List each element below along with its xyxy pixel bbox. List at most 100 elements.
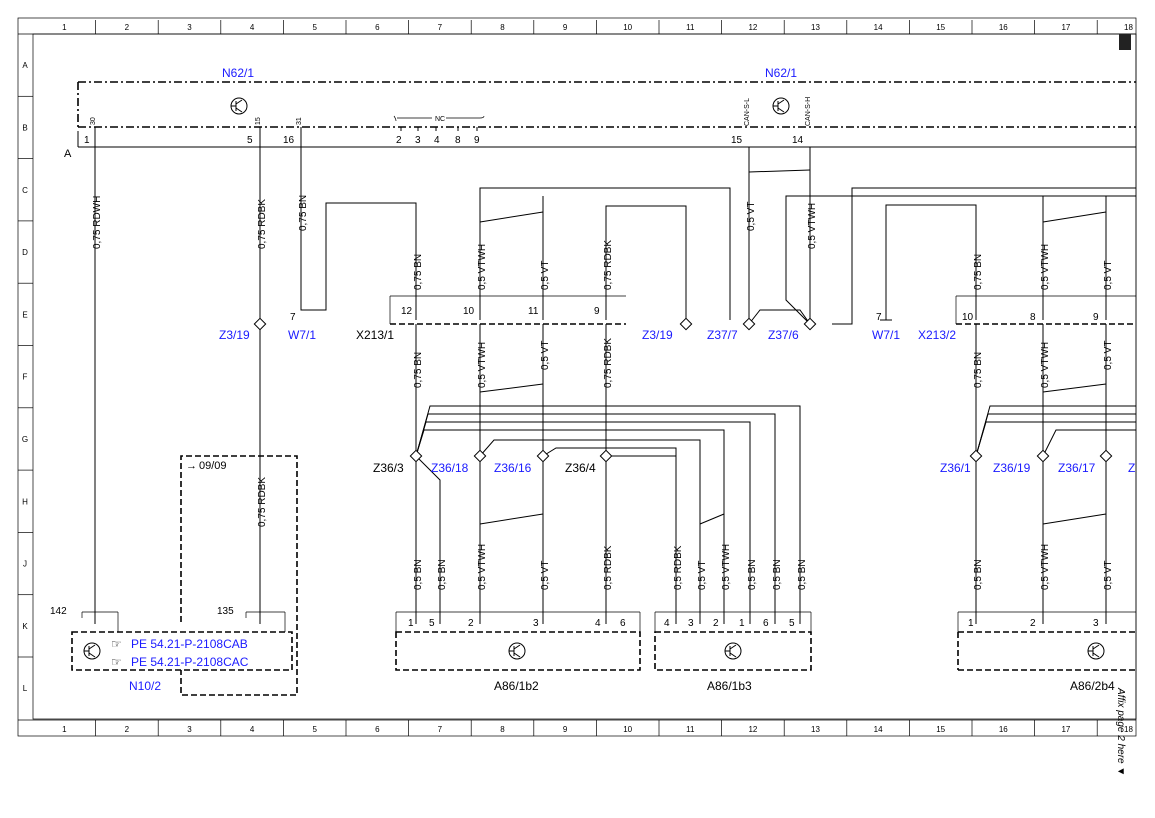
column-label-top: 8 — [500, 23, 505, 32]
pin-label-can-l: CAN-S-L — [744, 98, 751, 126]
z36-4-label[interactable]: Z36/4 — [565, 461, 596, 475]
wire-label: 0,5 BN — [437, 559, 448, 590]
b2-pin-6: 6 — [620, 618, 626, 629]
z37-7-node[interactable] — [742, 317, 756, 331]
wire-bn-w7-right — [880, 196, 1107, 321]
row-label: K — [22, 622, 28, 631]
column-label-top: 3 — [187, 23, 192, 32]
n62-label-left: N62/1 — [222, 66, 254, 80]
wire-label: 0,5 BN — [747, 559, 758, 590]
z36-1-label[interactable]: Z36/1 — [940, 461, 971, 475]
column-label-bottom: 4 — [250, 725, 255, 734]
wire-label: 0,5 BN — [413, 559, 424, 590]
pin-15: 15 — [731, 135, 743, 146]
wire-label: 0,5 VTWH — [721, 544, 732, 590]
z36-18-label[interactable]: Z36/18 — [431, 461, 469, 475]
column-label-top: 5 — [312, 23, 317, 32]
x2-pin-9: 9 — [1093, 312, 1099, 323]
z36-16-node[interactable] — [536, 449, 550, 463]
z36-17-node[interactable] — [1099, 449, 1113, 463]
wires-x213-2-lower — [975, 324, 1136, 624]
n10-2-label[interactable]: N10/2 — [129, 679, 161, 693]
reference-link-pe1[interactable]: PE 54.21-P-2108CAB — [131, 637, 248, 651]
reference-link-pe2[interactable]: PE 54.21-P-2108CAC — [131, 655, 249, 669]
wire-label: 0,5 VT — [540, 261, 551, 290]
column-label-top: 7 — [438, 23, 443, 32]
corner-tab-marker — [1119, 34, 1131, 50]
x2-pin-8: 8 — [1030, 312, 1036, 323]
z36-4-node[interactable] — [599, 449, 613, 463]
w7-1-label[interactable]: W7/1 — [288, 328, 316, 342]
column-label-top: 2 — [125, 23, 130, 32]
row-label: L — [23, 684, 28, 693]
row-label: A — [22, 61, 28, 70]
wire-label: 0,75 RDBK — [257, 477, 268, 527]
a86-1b3-label[interactable]: A86/1b3 — [707, 679, 752, 693]
w7-pin-7: 7 — [290, 312, 296, 323]
column-label-bottom: 13 — [811, 725, 820, 734]
a86-1b2-label[interactable]: A86/1b2 — [494, 679, 539, 693]
wire-label: 0,75 RDBK — [257, 199, 268, 249]
a86-1b3-box — [654, 611, 812, 671]
z-cut-label[interactable]: Z — [1128, 461, 1135, 475]
wire-label: 0,5 VTWH — [477, 342, 488, 388]
column-label-top: 14 — [874, 23, 883, 32]
b3-pin-6: 6 — [763, 618, 769, 629]
z36-3-label[interactable]: Z36/3 — [373, 461, 404, 475]
z37-7-label[interactable]: Z37/7 — [707, 328, 738, 342]
column-label-bottom: 3 — [187, 725, 192, 734]
z3-19-label[interactable]: Z3/19 — [219, 328, 250, 342]
x213-1-label[interactable]: X213/1 — [356, 328, 394, 342]
column-label-top: 4 — [250, 23, 255, 32]
column-label-top: 13 — [811, 23, 820, 32]
nc-label: NC — [435, 116, 445, 123]
wires-x213-1-upper — [479, 147, 1136, 325]
pin-16: 16 — [283, 135, 295, 146]
z36-3-node[interactable] — [409, 449, 423, 463]
wire-label: 0,5 VT — [697, 561, 708, 590]
column-label-bottom: 10 — [623, 725, 632, 734]
a86-2b4-box — [957, 611, 1136, 671]
row-label: G — [22, 435, 28, 444]
x1-pin-10: 10 — [463, 306, 475, 317]
column-label-bottom: 8 — [500, 725, 505, 734]
z36-17-label[interactable]: Z36/17 — [1058, 461, 1096, 475]
z36-16-label[interactable]: Z36/16 — [494, 461, 532, 475]
wire-label: 0,75 BN — [973, 254, 984, 290]
transistor-icon — [230, 97, 248, 115]
wire-bn-w7 — [300, 127, 417, 320]
a86-2b4-label[interactable]: A86/2b4 — [1070, 679, 1115, 693]
z37-6-node[interactable] — [803, 317, 817, 331]
w7-1-label-right[interactable]: W7/1 — [872, 328, 900, 342]
x1-pin-12: 12 — [401, 306, 413, 317]
z36-18-node[interactable] — [473, 449, 487, 463]
z3-19-label-right[interactable]: Z3/19 — [642, 328, 673, 342]
z3-19-node[interactable] — [253, 317, 267, 331]
wire-label: 0,5 BN — [973, 559, 984, 590]
pin-8: 8 — [455, 135, 461, 146]
z36-19-label[interactable]: Z36/19 — [993, 461, 1031, 475]
b4-pin-1: 1 — [968, 618, 974, 629]
z3-19-node-right[interactable] — [679, 317, 693, 331]
wire-label: 0,5 VTWH — [1040, 544, 1051, 590]
column-label-bottom: 9 — [563, 725, 568, 734]
column-label-bottom: 1 — [62, 725, 67, 734]
pin-label-31: 31 — [296, 117, 303, 125]
wire-label: 0,75 BN — [413, 352, 424, 388]
wire-label: 0,5 VT — [1103, 341, 1114, 370]
z37-6-label[interactable]: Z37/6 — [768, 328, 799, 342]
row-label: J — [23, 560, 27, 569]
column-label-top: 16 — [999, 23, 1008, 32]
connector-a-bar — [77, 131, 1136, 148]
x213-1-connector — [389, 295, 626, 325]
wire-label: 0,5 VT — [540, 561, 551, 590]
z36-1-node[interactable] — [969, 449, 983, 463]
transistor-icon — [83, 642, 101, 660]
date-reference: 09/09 — [199, 460, 227, 472]
z36-19-node[interactable] — [1036, 449, 1050, 463]
x213-2-label[interactable]: X213/2 — [918, 328, 956, 342]
n10-component-box — [71, 455, 298, 696]
